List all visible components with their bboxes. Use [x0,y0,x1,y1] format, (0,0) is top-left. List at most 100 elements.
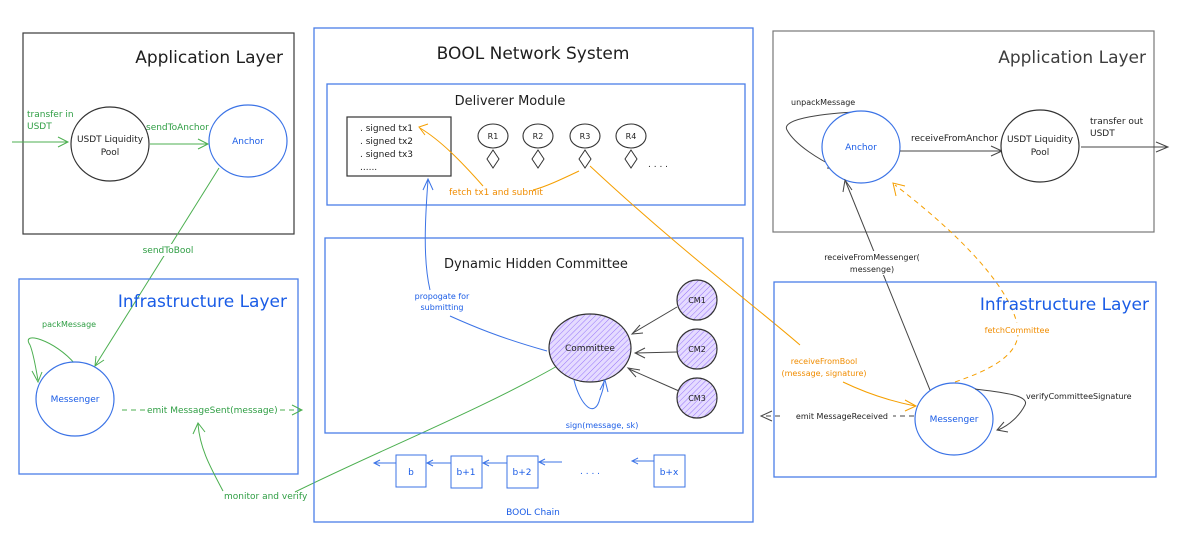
chain-link-arrowhead [537,458,546,466]
receive-from-bool-arrow [842,381,916,407]
cm1-arrowhead [630,324,644,335]
relayer-r4[interactable]: R4 [615,123,647,169]
relayer-node[interactable] [477,123,509,149]
unpack-message-label: unpackMessage [791,98,855,107]
right-anchor-label: Anchor [845,143,877,153]
chain-block-label: b+x [660,468,679,478]
relayer-r2[interactable]: R2 [522,123,554,169]
relayer-node[interactable] [615,123,647,149]
receive-from-bool-label-1: receiveFromBool [791,357,858,366]
propagate-arrowhead [422,177,434,191]
send-to-anchor-label: sendToAnchor [146,123,209,133]
relayer-node[interactable] [522,123,554,149]
relayer-r3[interactable]: R3 [569,123,601,169]
emit-message-received-label: emit MessageReceived [796,412,888,421]
left-pool-label-1: USDT Liquidity [77,135,144,145]
relayer-diamond-icon [624,149,638,169]
fetch-tx1-arrowhead [418,123,429,136]
fetch-committee-bg [979,323,1055,335]
chain-ellipsis: . . . . [580,467,600,477]
sign-loop-arrowhead [599,378,609,393]
committee-member-cm3[interactable] [676,377,718,419]
deliverer-module: Deliverer Module . signed tx1 . signed t… [326,83,746,206]
deliverer-module-box [326,83,746,206]
relayer-label: R4 [626,132,637,141]
left-application-layer: Application Layer transfer in USDT USDT … [12,32,295,235]
cm3-arrowhead [626,367,641,378]
right-app-layer-title: Application Layer [998,48,1146,68]
cm3-arrow [628,368,680,392]
committee-box [324,237,744,434]
verify-signature-loop [974,388,1026,431]
fetch-tx1-label: fetch tx1 and submit [449,188,543,198]
relayer-r1[interactable]: R1 [477,123,509,169]
committee-node[interactable] [548,313,632,383]
chain-block[interactable] [450,455,483,489]
chain-link-arrowhead [630,457,639,465]
chain-block[interactable] [653,454,686,488]
relayer-node[interactable] [569,123,601,149]
emit-sent-arrowhead [291,404,304,416]
transfer-out-arrowhead [1155,141,1170,153]
chain-block[interactable] [506,455,539,489]
bool-system-box [313,27,754,523]
tx-list-item: ...... [360,163,377,173]
chain-block-label: b+2 [513,468,532,478]
committee-member-cm1[interactable] [676,279,718,321]
signed-tx-list-box[interactable] [346,116,452,177]
tx-list-item: . signed tx3 [360,150,413,160]
transfer-in-label-1: transfer in [27,110,74,120]
right-anchor-node[interactable] [821,110,901,184]
left-liquidity-pool-node[interactable] [70,106,150,182]
left-messenger-node[interactable] [35,361,115,437]
right-messenger-label: Messenger [930,415,979,425]
receive-from-anchor-label: receiveFromAnchor [911,134,998,144]
committee-section-title: Dynamic Hidden Committee [444,257,628,272]
pack-message-label: packMessage [42,320,96,329]
committee-member-cm2[interactable] [676,328,718,370]
send-to-anchor-arrowhead [197,138,210,150]
left-anchor-node[interactable] [208,104,288,178]
cm2-arrow [635,351,678,354]
relayer-more-ellipsis: . . . . [648,160,668,170]
left-infra-layer-box [18,278,299,475]
left-infra-layer-title: Infrastructure Layer [118,292,287,312]
monitor-verify-curve [197,364,560,493]
chain-link-arrowhead [372,459,381,467]
left-app-layer-title: Application Layer [135,48,283,68]
receive-from-messenger-arrow [844,179,931,391]
relayer-label: R1 [488,132,499,141]
receive-from-messenger-label-2: messenge) [850,265,894,274]
emit-message-sent-label: emit MessageSent(message) [147,406,278,416]
dynamic-hidden-committee: Dynamic Hidden Committee propogate for s… [324,237,744,434]
left-infrastructure-layer: Infrastructure Layer packMessage Messeng… [18,278,304,475]
right-messenger-node[interactable] [914,382,994,456]
send-to-bool-label: sendToBool [143,246,194,256]
send-to-bool-arrowhead [94,355,105,368]
pack-message-arrowhead [31,370,43,384]
transfer-in-label-2: USDT [27,122,52,132]
chain-block[interactable] [395,454,427,488]
receive-from-messenger-label-1: receiveFromMessenger( [824,253,920,262]
propagate-line-lower [449,315,548,352]
relayer-label: R3 [580,132,591,141]
sign-loop [573,379,605,410]
right-liquidity-pool-node[interactable] [1000,109,1080,183]
right-infra-layer-box [773,281,1157,478]
committee-member-label: CM3 [688,394,706,403]
receive-from-messenger-arrowhead [842,178,853,193]
relayer-label: R2 [533,132,544,141]
sign-label: sign(message, sk) [566,421,639,430]
left-app-layer-box [22,32,295,235]
deliverer-module-title: Deliverer Module [455,94,566,109]
transfer-out-label-2: USDT [1090,129,1115,139]
chain-link-arrowhead [425,459,434,467]
left-pool-label-2: Pool [101,148,120,158]
committee-member-label: CM1 [688,296,706,305]
right-pool-label-2: Pool [1031,148,1050,158]
relayer-diamond-icon [486,149,500,169]
receive-from-bool-arrowhead [904,399,918,412]
verify-signature-label: verifyCommitteeSignature [1026,392,1132,401]
receive-from-messenger-bg [822,251,926,275]
unpack-message-loop [786,111,859,169]
